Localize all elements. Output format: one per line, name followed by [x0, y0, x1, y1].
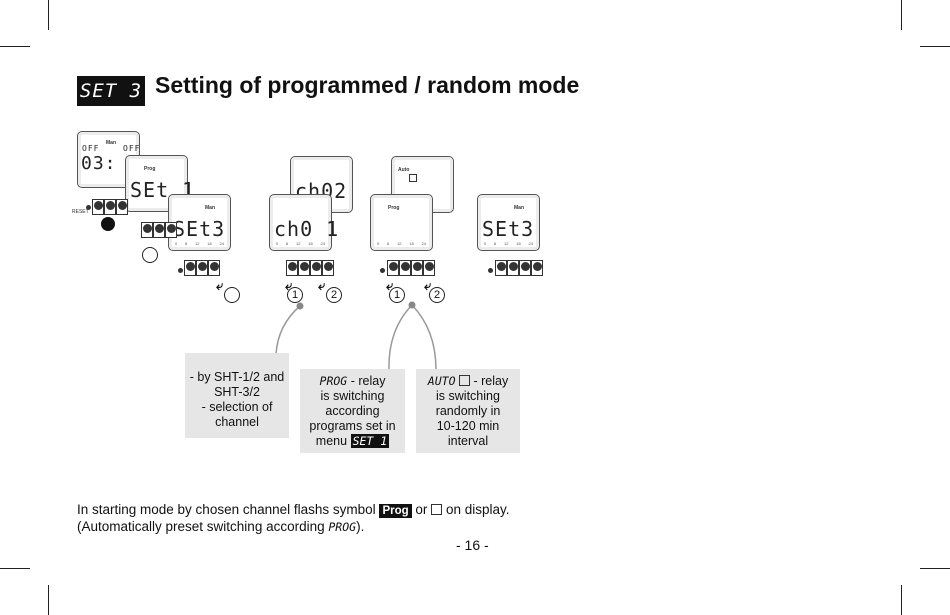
press-indicator [101, 217, 115, 231]
finger-press-icon: ⤶ [318, 278, 326, 293]
keypad-button[interactable] [104, 199, 116, 215]
keypad [285, 260, 335, 282]
crop-mark [901, 0, 902, 30]
keypad-button[interactable] [208, 260, 220, 276]
footer-text: In starting mode by chosen channel flash… [77, 502, 510, 534]
keypad-button[interactable] [310, 260, 322, 276]
press-indicator [224, 287, 240, 303]
keypad-button[interactable] [153, 222, 165, 238]
keypad-button[interactable] [495, 260, 507, 276]
keypad-button[interactable] [507, 260, 519, 276]
finger-press-icon: ⤶ [386, 278, 394, 293]
callout-prog: PROG - relay is switching according prog… [300, 369, 405, 453]
step-1-marker: 1 [287, 287, 303, 303]
set-badge: SET 3 [77, 76, 145, 106]
keypad-button[interactable] [298, 260, 310, 276]
crop-mark [0, 568, 30, 569]
keypad-button[interactable] [184, 260, 196, 276]
page-title: Setting of programmed / random mode [155, 72, 580, 98]
callout-auto: AUTO - relay is switching randomly in 10… [416, 369, 520, 453]
dice-icon [458, 375, 470, 386]
step-1-marker: 1 [389, 287, 405, 303]
keypad [140, 222, 190, 244]
keypad-button[interactable] [387, 260, 399, 276]
prog-symbol: Prog [379, 504, 412, 518]
auto-symbol: AUTO [427, 374, 456, 388]
prog-symbol: PROG [328, 520, 357, 534]
step-2-marker: 2 [326, 287, 342, 303]
keypad-button[interactable] [141, 222, 153, 238]
callout-channel: - by SHT-1/2 and SHT-3/2 - selection of … [185, 353, 289, 438]
crop-mark [48, 585, 49, 615]
keypad-button[interactable] [399, 260, 411, 276]
crop-mark [0, 46, 30, 47]
crop-mark [920, 46, 950, 47]
keypad-button[interactable] [411, 260, 423, 276]
keypad-button[interactable] [165, 222, 177, 238]
press-indicator [142, 247, 158, 263]
crop-mark [920, 568, 950, 569]
prog-symbol: PROG [319, 374, 348, 388]
keypad-button[interactable] [92, 199, 104, 215]
keypad-button[interactable] [531, 260, 543, 276]
keypad-button[interactable] [116, 199, 128, 215]
keypad [86, 199, 141, 221]
keypad-button[interactable] [519, 260, 531, 276]
finger-press-icon: ⤶ [424, 278, 432, 293]
keypad [380, 260, 436, 282]
page-number: - 16 - [456, 537, 489, 553]
keypad [488, 260, 544, 282]
finger-press-icon: ⤶ [285, 278, 293, 293]
set1-badge: SET 1 [350, 434, 390, 448]
keypad [178, 260, 233, 282]
keypad-button[interactable] [286, 260, 298, 276]
reset-label: RESET [72, 209, 89, 215]
keypad-button[interactable] [322, 260, 334, 276]
step-2-marker: 2 [429, 287, 445, 303]
crop-mark [901, 585, 902, 615]
finger-press-icon: ⤶ [216, 278, 224, 293]
dice-icon [409, 174, 417, 182]
crop-mark [48, 0, 49, 30]
keypad-button[interactable] [196, 260, 208, 276]
dice-icon [431, 504, 443, 515]
keypad-button[interactable] [423, 260, 435, 276]
